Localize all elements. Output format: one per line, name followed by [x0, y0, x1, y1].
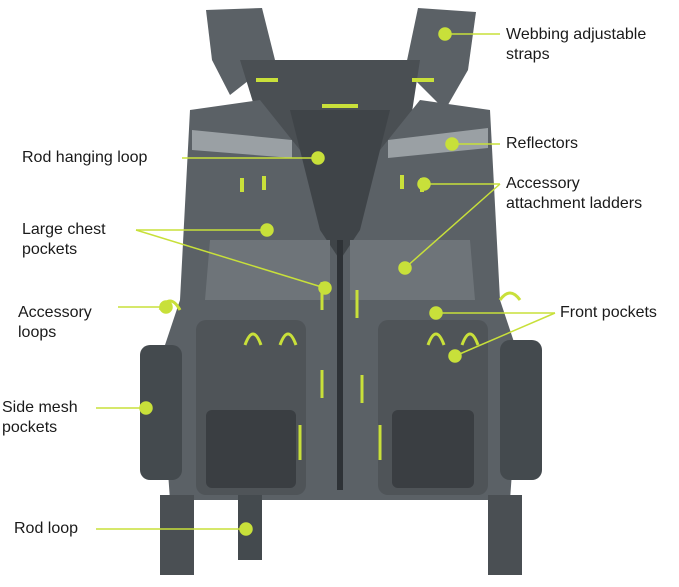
label-line: loops	[18, 324, 57, 341]
label-rod-hanging-loop: Rod hanging loop	[22, 148, 147, 168]
chest-mesh	[290, 110, 390, 260]
label-rod-loop: Rod loop	[14, 519, 78, 539]
yellow-accents	[158, 282, 522, 460]
label-line: Rod hanging loop	[22, 149, 148, 166]
left-side-mesh-pocket	[140, 345, 182, 480]
leader-dot-chest-1	[260, 223, 274, 237]
label-line: Front pockets	[560, 304, 657, 321]
leader-dot-front-pocket-2	[448, 349, 462, 363]
label-line: Accessory	[18, 304, 92, 321]
right-patch	[392, 410, 474, 488]
label-line: straps	[506, 46, 550, 63]
label-accessory-loops: Accessory loops	[18, 303, 92, 343]
right-reflector	[388, 128, 488, 158]
label-large-chest-pockets: Large chest pockets	[22, 220, 106, 260]
label-line: pockets	[22, 241, 78, 258]
label-line: Reflectors	[506, 135, 579, 152]
leader-dot-rod-loop	[239, 522, 253, 536]
label-reflectors: Reflectors	[506, 134, 578, 154]
leader-dot-ladder-1	[417, 177, 431, 191]
leader-dot-reflectors	[445, 137, 459, 151]
left-mesh-window	[206, 410, 296, 488]
right-side-mesh-pocket	[500, 340, 542, 480]
leader-dot-ladder-2	[398, 261, 412, 275]
leader-dot-rod-hanging-loop	[311, 151, 325, 165]
left-reflector	[192, 130, 292, 158]
label-line: Rod loop	[14, 520, 79, 537]
leader-lines	[96, 27, 556, 536]
label-side-mesh-pockets: Side mesh pockets	[2, 398, 78, 438]
right-bottom-strap	[488, 495, 522, 575]
right-chest-pocket	[350, 240, 475, 300]
label-line: Webbing adjustable	[506, 26, 647, 43]
label-front-pockets: Front pockets	[560, 303, 657, 323]
label-line: Accessory	[506, 175, 580, 192]
label-line: attachment ladders	[506, 195, 643, 212]
leader-dot-side-mesh	[139, 401, 153, 415]
label-line: Side mesh	[2, 399, 78, 416]
leader-dot-straps	[438, 27, 452, 41]
center-zipper	[337, 240, 343, 490]
leader-dot-chest-2	[318, 281, 332, 295]
label-line: pockets	[2, 419, 58, 436]
label-webbing-straps: Webbing adjustable straps	[506, 25, 646, 65]
right-shoulder-strap	[405, 8, 476, 110]
leader-dot-front-pocket-1	[429, 306, 443, 320]
label-accessory-ladders: Accessory attachment ladders	[506, 174, 642, 214]
label-line: Large chest	[22, 221, 106, 238]
leader-dot-accessory-loops	[159, 300, 173, 314]
left-bottom-strap	[160, 495, 194, 575]
